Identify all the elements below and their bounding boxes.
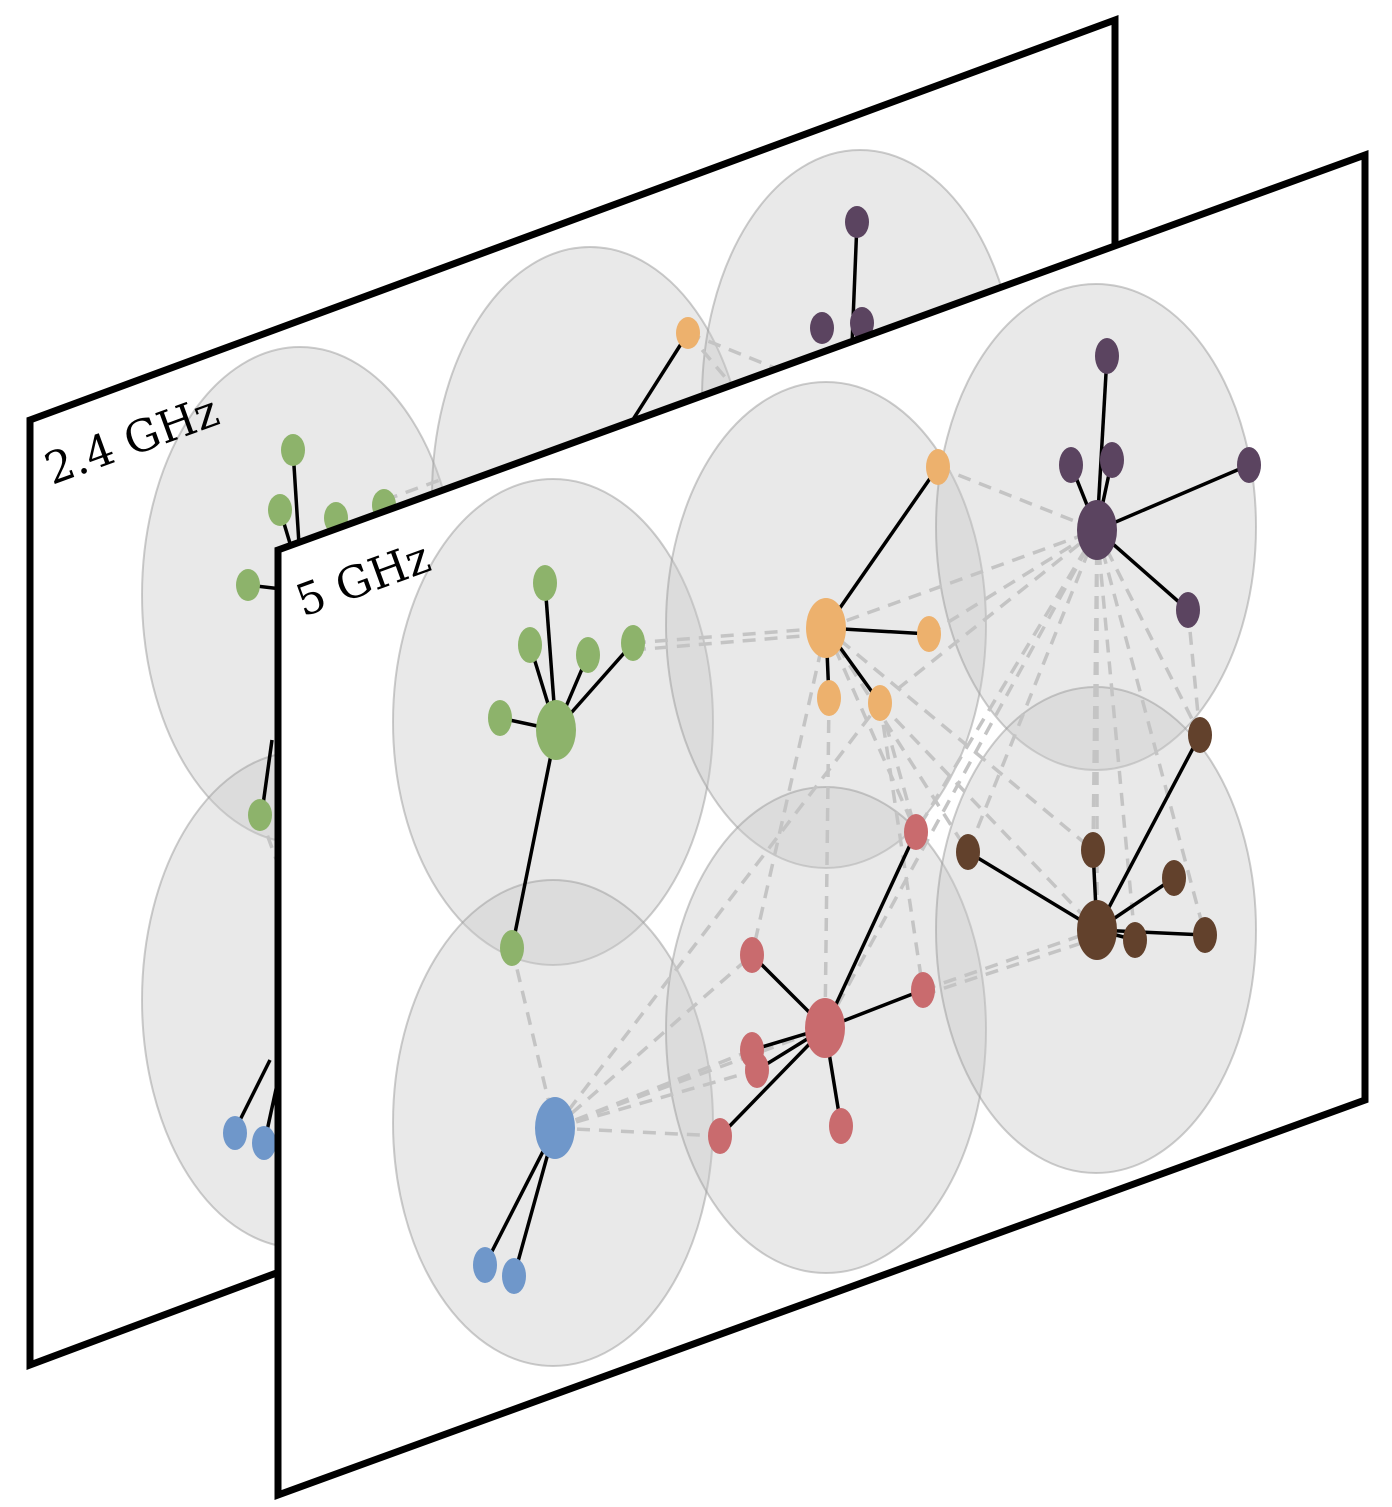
green-access-point [536,700,576,760]
brown-device-node [1193,917,1217,953]
interference-link [966,529,1099,853]
purple-access-point [1077,500,1117,560]
interference-link [914,529,1099,833]
orange-device-node [676,317,700,349]
purple-device-node [810,312,834,344]
interference-link [750,627,828,956]
green-device-node [500,930,524,966]
brown-device-node [956,834,980,870]
blue-device-node [252,1126,276,1160]
red-device-node [740,937,764,973]
brown-device-node [1188,717,1212,753]
orange-device-node [868,685,892,721]
orange-device-node [917,616,941,652]
interference-links-5ghz [510,465,1207,1138]
purple-device-node [850,307,874,339]
brown-access-point [1077,900,1117,960]
blue-access-point [535,1097,575,1159]
band-panel-5ghz: 5 GHz [274,150,1369,1500]
brown-device-node [1081,832,1105,868]
interference-link [823,697,831,1029]
blue-device-node [223,1116,247,1150]
purple-device-node [1100,442,1124,478]
green-device-node [281,434,305,466]
red-device-node [708,1118,732,1154]
interference-link [823,529,1099,1029]
interference-link [878,528,1099,705]
brown-device-node [1123,922,1147,958]
network-link [824,466,940,629]
purple-device-node [1176,592,1200,628]
orange-access-point [806,598,846,658]
interference-link [922,928,1098,992]
green-device-node [621,625,645,661]
interference-link [554,1048,753,1130]
network-link [967,850,1098,932]
interference-link [687,331,781,372]
interference-link [510,947,557,1129]
green-device-node [268,494,292,526]
devices-5ghz [473,338,1261,1294]
interference-link [632,632,827,652]
green-device-node [236,569,260,601]
interference-link [922,936,1098,997]
red-device-node [829,1108,853,1144]
interference-link [632,626,827,645]
panel-5ghz-background [278,155,1365,1495]
network-link [718,1026,827,1138]
panel-5ghz-border [274,150,1369,1500]
network-link [1095,734,1202,931]
orange-device-node [817,680,841,716]
green-device-node [488,700,512,736]
interference-link [937,465,1098,532]
interference-link [824,627,918,833]
red-access-point [805,998,845,1058]
green-device-node [576,637,600,673]
purple-device-node [1237,447,1261,483]
red-device-node [904,814,928,850]
network-link [823,831,918,1029]
purple-device-node [845,206,869,238]
orange-device-node [926,449,950,485]
interference-link [878,702,925,991]
interference-link [838,638,1095,852]
purple-device-node [1095,338,1119,374]
panel-5ghz-network [392,283,1261,1367]
purple-device-node [1059,447,1083,483]
brown-device-node [1162,860,1186,896]
interference-link [553,701,882,1130]
network-link [1096,463,1250,532]
green-device-node [518,627,542,663]
red-device-node [745,1052,769,1088]
interference-link [554,1126,721,1138]
interference-link [825,528,1098,630]
green-device-node [248,799,272,831]
blue-device-node [473,1247,497,1283]
interference-link [1095,529,1202,736]
interference-link [1095,529,1207,936]
interference-link [824,627,970,853]
interference-link [1095,529,1137,941]
red-device-node [911,972,935,1008]
interference-link [928,528,1098,636]
green-device-node [533,565,557,601]
interference-link [878,701,1099,932]
blue-device-node [502,1258,526,1294]
network-link [510,729,558,949]
